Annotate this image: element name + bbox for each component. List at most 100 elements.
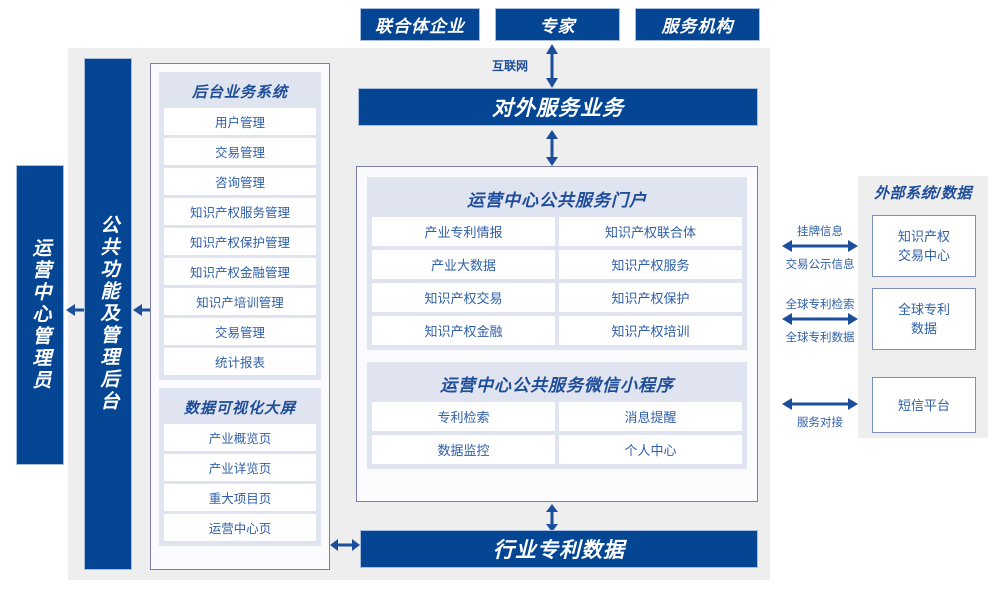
external-system-box-2[interactable]: 短信平台 [872,377,976,433]
portal-item[interactable]: 知识产权金融 [372,316,555,345]
backend-item[interactable]: 知识产权金融管理 [164,258,316,285]
service-to-portal-connector [542,130,562,166]
portal-item-label: 知识产权培训 [611,324,690,339]
backend-item[interactable]: 交易管理 [164,138,316,165]
top-actor-box-2[interactable]: 服务机构 [635,8,760,41]
external-system-label-line1: 短信平台 [897,397,950,413]
double-arrow-vertical-icon [546,504,558,532]
portal-item-label: 产业大数据 [430,258,496,273]
miniapp-item[interactable]: 数据监控 [372,435,555,464]
top-actor-label: 专家 [539,17,576,36]
portal-group: 运营中心公共服务门户 产业专利情报 知识产权联合体 产业大数据 知识产权服务 知… [367,177,747,350]
miniapp-item-label: 消息提醒 [624,410,677,425]
backend-item-label: 统计报表 [214,356,265,370]
role-bar-admin-label: 运营中心管理员 [29,238,51,392]
portal-to-data-connector [542,504,562,532]
visualization-item[interactable]: 重大项目页 [164,484,316,511]
top-actor-box-0[interactable]: 联合体企业 [360,8,480,41]
portal-item-label: 知识产权服务 [611,258,690,273]
double-arrow-vertical-icon [546,44,558,88]
external-service-label: 对外服务业务 [492,97,624,120]
role-bar-platform-label: 公共功能及管理后台 [97,215,119,413]
portal-item[interactable]: 知识产权联合体 [559,217,742,246]
double-arrow-horizontal-icon [330,539,360,551]
external-system-label: 短信平台 [898,396,950,415]
portal-item-label: 知识产权保护 [611,291,690,306]
portal-item[interactable]: 产业大数据 [372,250,555,279]
visualization-item[interactable]: 运营中心页 [164,514,316,541]
external-systems-title: 外部系统/数据 [874,185,972,202]
external-connector-1 [782,311,858,327]
miniapp-item-label: 个人中心 [624,443,677,458]
backend-card: 后台业务系统 用户管理 交易管理 咨询管理 知识产权服务管理 知识产权保护管理 … [150,63,330,570]
double-arrow-horizontal-icon [782,313,858,325]
backend-item-label: 交易管理 [214,326,265,340]
role-bar-platform[interactable]: 公共功能及管理后台 [84,58,132,570]
external-connector-2 [782,396,858,412]
backend-item[interactable]: 交易管理 [164,318,316,345]
backend-to-data-connector [330,535,360,555]
visualization-item-list: 产业概览页 产业详览页 重大项目页 运营中心页 [164,424,316,541]
external-system-label-line1: 知识产权 [897,229,950,244]
backend-item[interactable]: 知识产培训管理 [164,288,316,315]
portal-item[interactable]: 知识产权保护 [559,283,742,312]
backend-item[interactable]: 用户管理 [164,108,316,135]
miniapp-item[interactable]: 消息提醒 [559,402,742,431]
external-connector-label-below-1: 全球专利数据 [785,332,855,344]
backend-item[interactable]: 统计报表 [164,348,316,375]
backend-item[interactable]: 知识产权保护管理 [164,228,316,255]
backend-item-list: 用户管理 交易管理 咨询管理 知识产权服务管理 知识产权保护管理 知识产权金融管… [164,108,316,375]
external-service-bar[interactable]: 对外服务业务 [358,88,758,126]
external-system-box-1[interactable]: 全球专利 数据 [872,288,976,350]
miniapp-item[interactable]: 个人中心 [559,435,742,464]
portal-item-label: 知识产权联合体 [604,225,696,240]
portal-item[interactable]: 知识产权培训 [559,316,742,345]
external-system-label: 全球专利 数据 [898,300,950,338]
external-system-label-line2: 交易中心 [897,248,950,263]
portal-item-grid: 产业专利情报 知识产权联合体 产业大数据 知识产权服务 知识产权交易 知识产权保… [372,217,742,345]
portal-item[interactable]: 知识产权服务 [559,250,742,279]
visualization-group: 数据可视化大屏 产业概览页 产业详览页 重大项目页 运营中心页 [159,388,321,546]
external-system-label: 知识产权 交易中心 [898,227,950,265]
backend-item-label: 用户管理 [214,116,265,130]
visualization-item[interactable]: 产业概览页 [164,424,316,451]
visualization-item-label: 运营中心页 [208,522,272,536]
external-connector-label-above-0: 挂牌信息 [797,226,843,238]
top-actor-label: 服务机构 [661,17,734,36]
backend-group: 后台业务系统 用户管理 交易管理 咨询管理 知识产权服务管理 知识产权保护管理 … [159,72,321,380]
external-system-label-line2: 数据 [910,321,937,336]
backend-group-title: 后台业务系统 [191,84,288,101]
visualization-item-label: 产业概览页 [208,432,272,446]
visualization-item[interactable]: 产业详览页 [164,454,316,481]
external-connector-label-below-2: 服务对接 [797,417,843,429]
miniapp-group: 运营中心公共服务微信小程序 专利检索 消息提醒 数据监控 个人中心 [367,362,747,469]
external-system-box-0[interactable]: 知识产权 交易中心 [872,215,976,277]
visualization-item-label: 重大项目页 [208,492,272,506]
role-bar-admin[interactable]: 运营中心管理员 [16,165,64,465]
external-system-label-line1: 全球专利 [897,302,950,317]
portal-card: 运营中心公共服务门户 产业专利情报 知识产权联合体 产业大数据 知识产权服务 知… [356,166,758,502]
top-actor-box-1[interactable]: 专家 [495,8,620,41]
internet-connector [542,44,562,88]
double-arrow-horizontal-icon [782,240,858,252]
portal-item-label: 产业专利情报 [424,225,503,240]
industry-data-label: 行业专利数据 [493,539,625,562]
portal-item[interactable]: 知识产权交易 [372,283,555,312]
portal-item-label: 知识产权金融 [424,324,503,339]
visualization-group-title: 数据可视化大屏 [183,400,296,417]
backend-item[interactable]: 知识产权服务管理 [164,198,316,225]
external-connector-0 [782,238,858,254]
miniapp-group-title: 运营中心公共服务微信小程序 [440,376,674,395]
portal-group-title: 运营中心公共服务门户 [467,191,647,210]
portal-item[interactable]: 产业专利情报 [372,217,555,246]
backend-item-label: 知识产培训管理 [196,296,284,310]
industry-data-bar[interactable]: 行业专利数据 [360,530,758,568]
external-connector-label-below-0: 交易公示信息 [785,259,855,271]
miniapp-item[interactable]: 专利检索 [372,402,555,431]
double-arrow-horizontal-icon [782,398,858,410]
backend-item[interactable]: 咨询管理 [164,168,316,195]
backend-item-label: 知识产权服务管理 [189,206,290,220]
backend-item-label: 知识产权保护管理 [189,236,290,250]
top-actor-label: 联合体企业 [375,17,465,36]
